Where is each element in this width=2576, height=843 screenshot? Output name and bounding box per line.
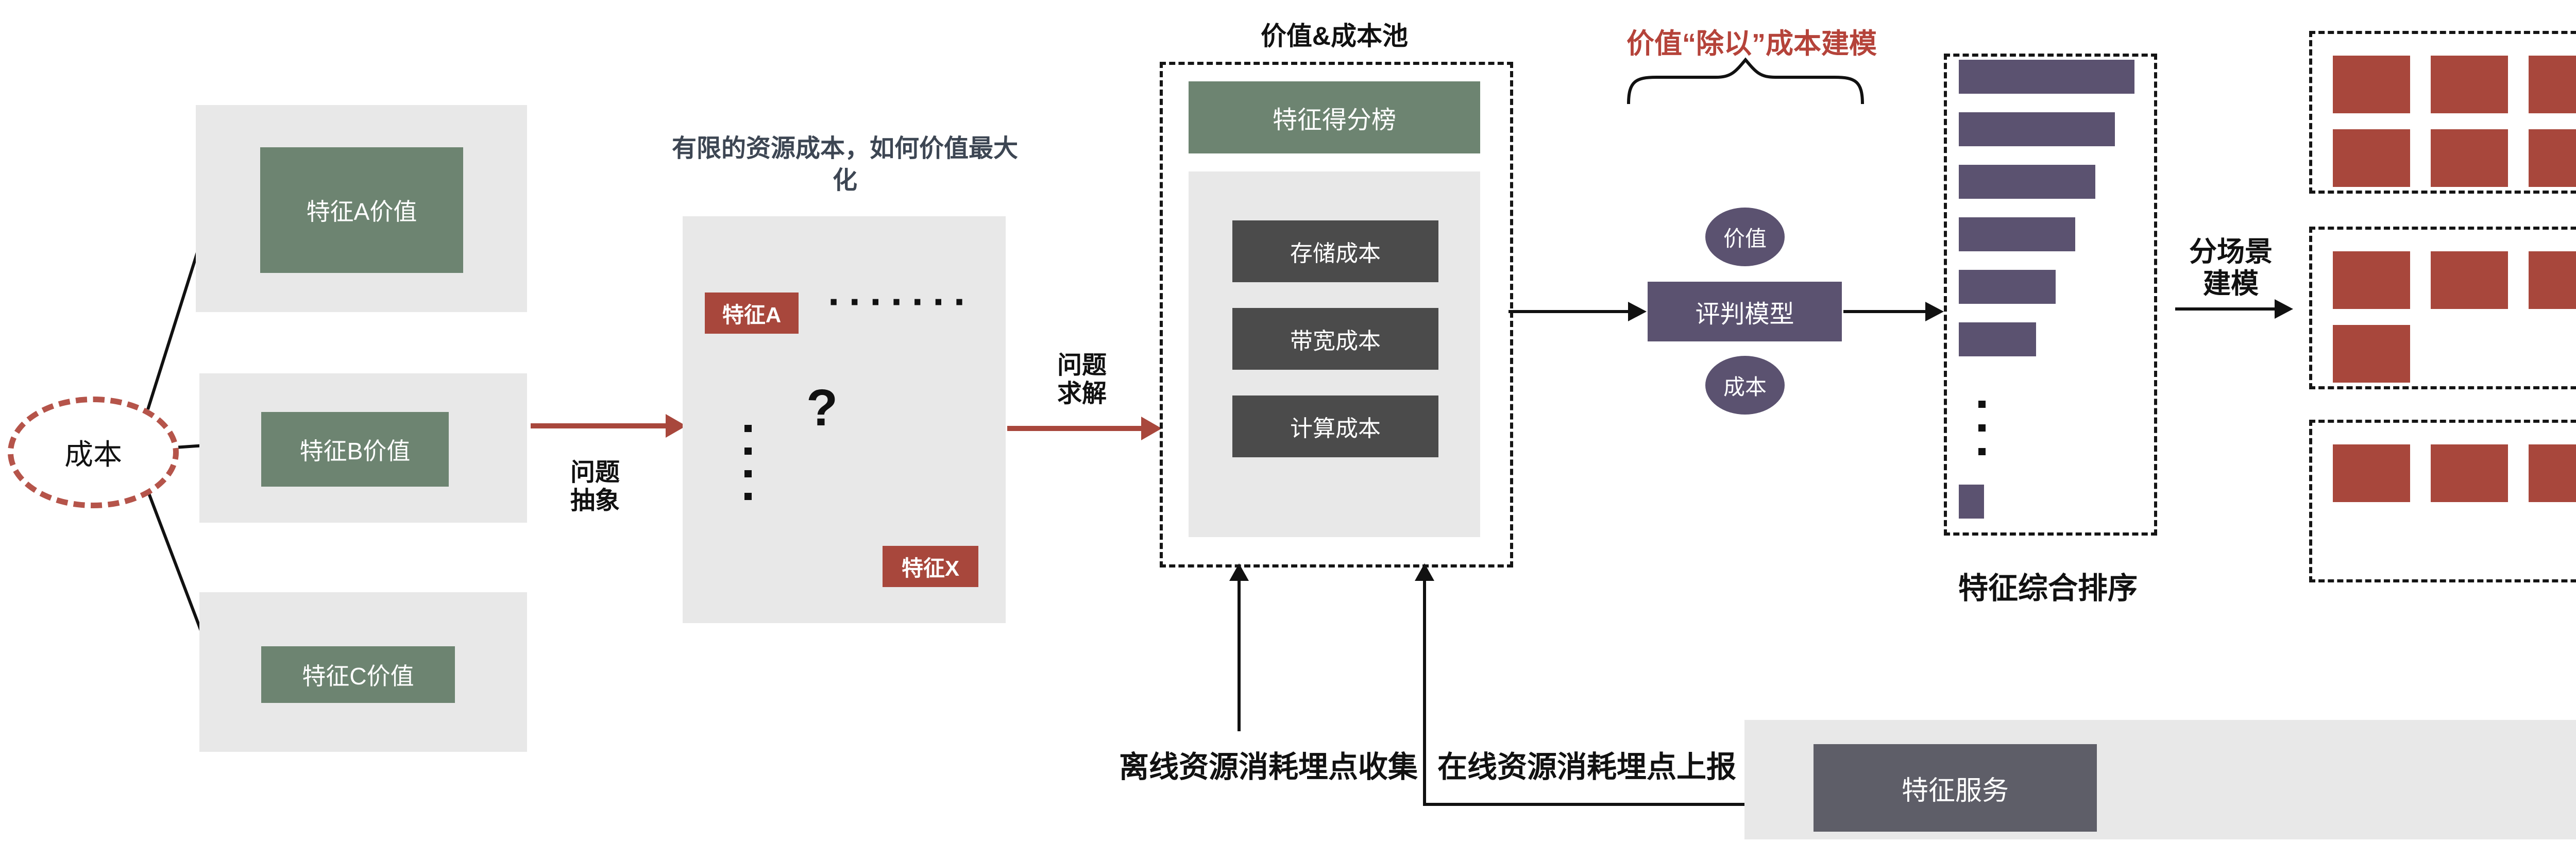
question-mark: ? [806,379,838,437]
bandwidth-cost-box: 带宽成本 [1232,308,1438,370]
judge-title: 价值“除以”成本建模 [1626,28,1877,59]
ranking-tail-bar [1959,485,1984,519]
pool-to-judge-arrow-head [1628,302,1647,321]
feature-square [2333,56,2410,113]
ranking-bar [1959,165,2095,199]
ranking-bar [1959,322,2036,356]
compute-cost-box: 计算成本 [1232,395,1438,457]
feature-b-value-box: 特征B价值 [261,412,449,487]
solving-label: 问题 求解 [1057,352,1107,408]
feature-c-value-box: 特征C价值 [261,646,455,703]
feature-scoreboard-box: 特征得分榜 [1189,81,1480,153]
ranking-dashed-box [1944,54,2157,536]
feature-square [2431,251,2508,309]
scene-b-dashed-box: 模型B [2309,227,2576,389]
online-report-label: 在线资源消耗埋点上报 [1437,750,1737,784]
scene-c-dashed-box: 模型C [2309,420,2576,582]
ranking-bar [1959,270,2056,304]
feature-c-value-panel: 特征C价值 [199,592,527,752]
feature-x-chip: 特征X [883,546,978,587]
offline-up-arrow-head [1229,563,1249,581]
solving-arrow-head [1141,417,1162,440]
feature-a-value-panel: 特征A价值 [196,105,527,312]
offline-collect-label: 离线资源消耗埋点收集 [1119,750,1418,784]
cost-ellipse-small: 成本 [1705,356,1785,415]
cost-to-feature-a-line [146,240,202,410]
pool-dashed-box: 特征得分榜 存储成本 带宽成本 计算成本 [1160,62,1513,567]
ranking-bar [1959,60,2134,94]
feature-square [2333,325,2410,383]
judge-title-brace [1627,57,1864,105]
feature-square [2333,129,2410,187]
feature-b-value-panel: 特征B价值 [199,373,527,523]
value-ellipse: 价值 [1705,208,1785,266]
feature-square [2333,251,2410,309]
cost-pool-panel: 存储成本 带宽成本 计算成本 [1189,171,1480,537]
vertical-dots-icon [744,425,752,500]
feature-square [2431,444,2508,502]
horizontal-dots: ······· [828,279,975,324]
online-up-elbow-line [1423,581,1744,806]
service-bar: 特征服务 模型服务 [1744,720,2576,839]
feature-square [2529,56,2576,113]
cost-label: 成本 [64,438,122,471]
feature-square [2333,444,2410,502]
abstraction-arrow-head [666,414,686,438]
scene-modeling-arrow-head [2275,299,2293,319]
feature-a-chip: 特征A [705,293,799,334]
feature-square [2431,129,2508,187]
scene-modeling-label: 分场景 建模 [2189,236,2273,300]
feature-a-value-box: 特征A价值 [260,147,463,273]
storage-cost-box: 存储成本 [1232,220,1438,282]
online-up-arrow-head [1415,563,1434,581]
pool-title: 价值&成本池 [1260,22,1409,50]
cost-ellipse: 成本 [8,397,179,508]
feature-square [2529,444,2576,502]
feature-a-value-label: 特征A价值 [306,198,417,225]
abstract-panel-title: 有限的资源成本，如何价值最大化 [671,135,1018,195]
feature-square [2529,251,2576,309]
abstraction-label: 问题 抽象 [570,459,620,515]
ranking-bar [1959,112,2115,146]
scene-a-dashed-box: 模型A [2309,31,2576,194]
ranking-bars [1959,60,2144,523]
ranking-ellipsis-icon [1978,401,1986,455]
ranking-caption: 特征综合排序 [1958,572,2138,605]
feature-b-value-label: 特征B价值 [299,437,411,464]
judge-to-chart-arrow-head [1925,302,1944,321]
feature-c-value-label: 特征C价值 [302,663,414,690]
judge-model-box: 评判模型 [1648,282,1842,341]
abstract-panel: 特征A ······· ? 特征X [683,216,1006,623]
feature-square [2431,56,2508,113]
feature-square [2529,129,2576,187]
feature-service-box: 特征服务 [1814,744,2097,832]
ranking-bar [1959,217,2075,251]
